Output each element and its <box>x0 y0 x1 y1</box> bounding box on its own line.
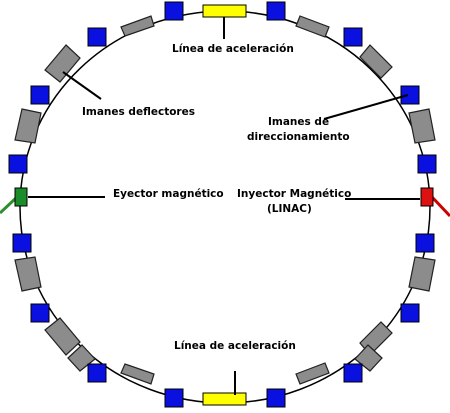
steering-magnet <box>400 303 420 323</box>
acceleration-cavity-bottom <box>202 392 247 406</box>
label-injector-line2: (LINAC) <box>267 203 312 215</box>
label-bottom-acceleration: Línea de aceleración <box>174 340 296 352</box>
deflector-magnets <box>14 15 436 385</box>
deflector-magnet <box>120 15 155 37</box>
ejector-magnet <box>14 187 28 207</box>
deflector-magnet <box>14 108 42 144</box>
deflector-magnet <box>408 108 436 144</box>
deflector-magnet <box>44 317 81 356</box>
label-top-acceleration: Línea de aceleración <box>172 43 294 55</box>
steering-magnet <box>12 233 32 253</box>
injector-beam <box>430 195 450 218</box>
deflector-magnet <box>408 256 436 292</box>
label-ejector: Eyector magnético <box>113 188 224 200</box>
label-steering-magnets-line1: Imanes de <box>268 116 329 128</box>
steering-magnet <box>164 1 184 21</box>
label-injector-line1: Inyector Magnético <box>237 188 351 200</box>
steering-magnet <box>87 27 107 47</box>
deflector-magnet <box>14 256 42 292</box>
steering-magnets <box>8 1 437 408</box>
deflector-magnet <box>354 344 383 372</box>
injector-magnet <box>420 187 434 207</box>
acceleration-cavity-top <box>202 4 247 18</box>
deflector-magnet <box>295 15 330 38</box>
steering-magnet <box>266 388 286 408</box>
deflector-magnet <box>120 363 155 385</box>
ejector-beam <box>0 196 18 215</box>
leader-deflector <box>62 71 102 100</box>
steering-magnet <box>87 363 107 383</box>
deflector-magnet <box>359 44 393 79</box>
label-steering-magnets-line2: direccionamiento <box>247 131 350 143</box>
label-deflector-magnets: Imanes deflectores <box>82 106 195 118</box>
steering-magnet <box>343 27 363 47</box>
steering-magnet <box>415 233 435 253</box>
deflector-magnet <box>67 344 96 372</box>
deflector-magnet <box>295 362 330 385</box>
leader-steering <box>323 94 409 120</box>
steering-magnet <box>30 303 50 323</box>
steering-magnet <box>30 85 50 105</box>
steering-magnet <box>417 154 437 174</box>
deflector-magnet <box>44 44 81 83</box>
steering-magnet <box>164 388 184 408</box>
steering-magnet <box>343 363 363 383</box>
steering-magnet <box>266 1 286 21</box>
leader-lines <box>28 17 420 395</box>
steering-magnet <box>400 85 420 105</box>
steering-magnet <box>8 154 28 174</box>
